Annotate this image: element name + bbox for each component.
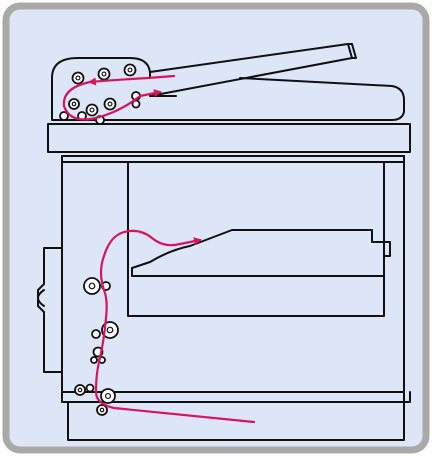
roller-hub [106,326,114,334]
roller-icon [59,111,69,121]
roller-icon [90,356,98,364]
paper-cassette [61,391,411,441]
roller-hub [71,101,77,107]
roller-hub [127,67,133,73]
adf-loop-path [62,80,162,121]
output-bay [127,161,385,317]
adf-input-tray [149,43,353,97]
roller-hub [77,387,83,393]
left-handle [37,289,45,307]
output-tray-lower [131,267,385,277]
roller-hub [101,71,107,77]
roller-hub [89,107,95,113]
roller-hub [88,282,96,290]
main-chassis [61,155,405,393]
paper-paths-group [62,74,256,424]
roller-hub [75,75,81,81]
printer-outline-icon [37,43,411,441]
roller-hub [104,392,112,400]
document-feeder-body [51,77,405,121]
rollers-group [59,63,141,416]
roller-icon [131,99,141,109]
roller-hub [99,407,105,413]
main-paper-path [94,229,256,424]
roller-icon [85,383,95,393]
roller-hub [107,101,113,107]
roller-icon [91,329,101,339]
output-tray [131,229,391,269]
adf-tray-lip [347,43,357,59]
scanner-body [47,123,411,153]
adf-feed-path [88,74,176,86]
feeder-head-cap [51,57,151,79]
